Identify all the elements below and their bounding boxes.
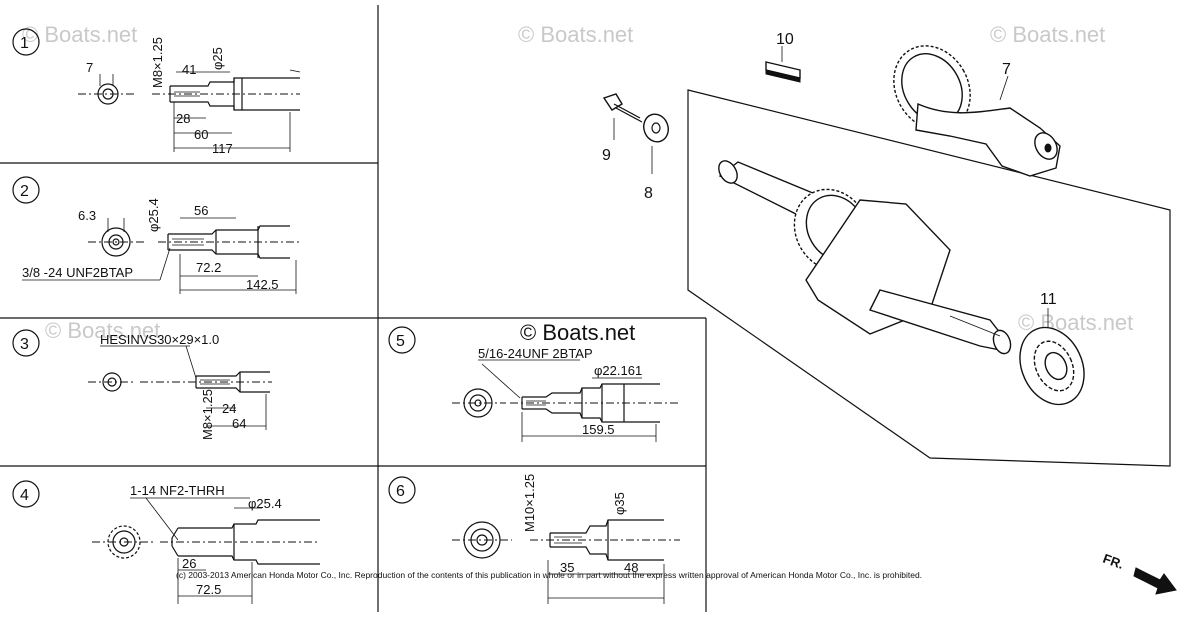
watermark: © Boats.net bbox=[990, 22, 1105, 47]
spline-label: HESINVS30×29×1.0 bbox=[100, 332, 219, 347]
crankshaft-main bbox=[718, 160, 1012, 355]
callout-number: 9 bbox=[602, 147, 611, 164]
dim-label: 159.5 bbox=[582, 422, 615, 437]
front-direction-arrow: FR. bbox=[1101, 551, 1177, 595]
dim-label: φ25 bbox=[210, 47, 225, 70]
callout-number: 7 bbox=[1002, 61, 1011, 78]
watermark: © Boats.net bbox=[22, 22, 137, 47]
dim-label: 56 bbox=[194, 203, 208, 218]
variant-number: 3 bbox=[20, 336, 29, 353]
dim-label: 28 bbox=[176, 111, 190, 126]
dim-label: 142.5 bbox=[246, 277, 279, 292]
dim-label: 35 bbox=[560, 560, 574, 575]
dim-label: 64 bbox=[232, 416, 246, 431]
watermark: © Boats.net bbox=[45, 318, 160, 343]
dim-label: 72.5 bbox=[196, 582, 221, 597]
dim-label: 6.3 bbox=[78, 208, 96, 223]
variant-number: 2 bbox=[20, 183, 29, 200]
thread-label: 3/8 -24 UNF2BTAP bbox=[22, 265, 133, 280]
dim-label: 72.2 bbox=[196, 260, 221, 275]
dim-label: 60 bbox=[194, 127, 208, 142]
crankshaft-upper: 7 bbox=[893, 45, 1061, 177]
bolt: 9 bbox=[602, 93, 643, 164]
ball-bearing: 11 bbox=[1019, 291, 1085, 406]
thread-label: 1-14 NF2-THRH bbox=[130, 483, 225, 498]
dim-label: M8×1.25 bbox=[150, 37, 165, 88]
dim-label: 41 bbox=[182, 62, 196, 77]
dim-label: M8×1.25 bbox=[200, 389, 215, 440]
callout-number: 8 bbox=[644, 185, 653, 202]
variant-6: 6 M10×1.25 φ35 35 48 bbox=[388, 474, 680, 604]
dim-label: M10×1.25 bbox=[522, 474, 537, 532]
watermark-center: © Boats.net bbox=[520, 320, 635, 345]
variant-number: 5 bbox=[396, 333, 405, 350]
dim-label: φ25.4 bbox=[146, 198, 161, 232]
dim-label: 7 bbox=[86, 60, 93, 75]
dim-label: φ22.161 bbox=[594, 363, 642, 378]
variant-2: 2 6.3 φ25.4 56 72.2 142.5 3/8 -24 UNF2BT… bbox=[12, 176, 300, 294]
copyright-text: (c) 2003-2013 American Honda Motor Co., … bbox=[176, 570, 922, 580]
dim-label: φ25.4 bbox=[248, 496, 282, 511]
variant-5: 5 5/16-24UNF 2BTAP φ22.161 159.5 bbox=[388, 326, 680, 442]
variant-1: 1 7 M8×1.25 41 φ25 28 60 117 bbox=[12, 28, 301, 156]
variant-number: 6 bbox=[396, 483, 405, 500]
watermark: © Boats.net bbox=[518, 22, 633, 47]
callout-number: 11 bbox=[1040, 291, 1057, 308]
thread-label: 5/16-24UNF 2BTAP bbox=[478, 346, 593, 361]
exploded-view: 10 9 8 7 bbox=[602, 31, 1177, 595]
dim-label: 26 bbox=[182, 556, 196, 571]
dim-label: 48 bbox=[624, 560, 638, 575]
dim-label: 117 bbox=[212, 141, 233, 156]
fr-label: FR. bbox=[1101, 551, 1126, 572]
dim-label: φ35 bbox=[612, 492, 627, 515]
variant-4: 4 1-14 NF2-THRH φ25.4 26 72.5 bbox=[12, 480, 320, 604]
washer: 8 bbox=[643, 113, 669, 202]
callout-number: 10 bbox=[776, 31, 794, 48]
dim-label: 24 bbox=[222, 401, 236, 416]
variant-3: 3 HESINVS30×29×1.0 M8×1.25 24 64 bbox=[12, 329, 272, 440]
variant-number: 4 bbox=[20, 487, 29, 504]
woodruff-key: 10 bbox=[765, 31, 801, 83]
panel-grid bbox=[0, 5, 707, 612]
variant-number: 1 bbox=[20, 35, 29, 52]
